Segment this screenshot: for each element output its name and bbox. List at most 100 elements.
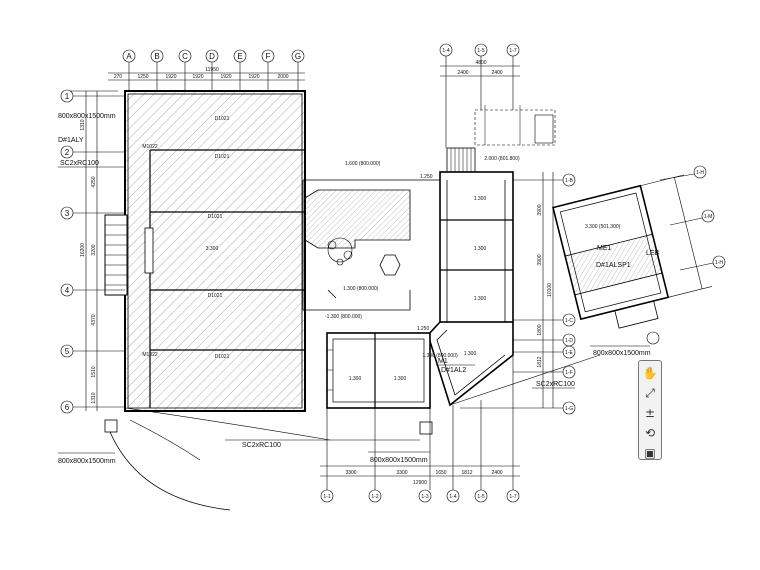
grid-wing-top-label: 1-5 bbox=[477, 48, 484, 54]
grid-row-5: 5 bbox=[65, 347, 70, 356]
grid-wing-right-label: 1-B bbox=[565, 178, 573, 184]
south-elevation: 1.300 bbox=[349, 376, 362, 382]
dim-bottom-seg: 3300 bbox=[345, 470, 356, 476]
zoom-icon[interactable]: ± bbox=[644, 406, 656, 420]
dim-wing-top-total: 4800 bbox=[475, 60, 486, 66]
grid-col-D: D bbox=[209, 52, 215, 61]
box-size-bl: 800x800x1500mm bbox=[58, 458, 116, 465]
court-elevation: -1.300 (800.000) bbox=[325, 314, 362, 320]
grid-rows-left bbox=[60, 89, 125, 414]
grid-wing-bottom-label: 1-5 bbox=[477, 494, 484, 500]
grid-col-B: B bbox=[154, 52, 159, 61]
grid-col-C: C bbox=[182, 52, 188, 61]
navigation-bar: ✋ ⤢ ± ⟲ ▣ bbox=[638, 360, 662, 460]
south-block bbox=[326, 332, 431, 409]
dim-bottom-total: 12900 bbox=[413, 480, 427, 486]
main-elevation: 3.300 bbox=[206, 246, 219, 252]
grid-annex-label: 1-H bbox=[696, 170, 704, 176]
main-building bbox=[104, 90, 306, 412]
dim-left-seg: 3200 bbox=[91, 244, 97, 255]
dim-wing-right: 3900 bbox=[537, 204, 543, 215]
dim-bottom-seg: 1812 bbox=[461, 470, 472, 476]
grid-wing-bottom-label: 1-4 bbox=[449, 494, 456, 500]
grid-wing-right-label: 1-G bbox=[565, 406, 573, 412]
distribution-box-bl: 800x800x1500mm SC2xRC100 bbox=[58, 407, 420, 511]
dim-top-seg: 1920 bbox=[192, 74, 203, 80]
dim-bottom-seg: 1650 bbox=[435, 470, 446, 476]
dim-bottom-seg: 2400 bbox=[491, 470, 502, 476]
misc-elevation: 1.250 bbox=[417, 326, 430, 332]
orbit-icon[interactable]: ⟲ bbox=[644, 426, 656, 440]
dim-wing-top-seg: 2400 bbox=[457, 70, 468, 76]
box-size-bc: 800x800x1500mm bbox=[370, 457, 428, 464]
court-elevation: 1.600 (800.000) bbox=[345, 161, 381, 167]
grid-col-G: G bbox=[295, 52, 301, 61]
dim-left-total: 16200 bbox=[80, 243, 86, 257]
wing-elevation: 1.300 bbox=[474, 296, 487, 302]
wing-elevation: 1.300 bbox=[464, 351, 477, 357]
grid-col-F: F bbox=[266, 52, 271, 61]
grid-annex-label: 1-H bbox=[715, 260, 723, 266]
dim-left-seg: 4370 bbox=[91, 314, 97, 325]
grid-annex-right bbox=[646, 165, 726, 345]
dim-left-seg: 1310 bbox=[91, 392, 97, 403]
grid-annex-label: 1-M bbox=[704, 214, 713, 220]
zoom-extents-icon[interactable]: ⤢ bbox=[645, 386, 655, 400]
grid-wing-right-label: 1-E bbox=[565, 350, 573, 356]
m-label-annex: ME1 bbox=[597, 245, 612, 252]
dim-wing-right: 3900 bbox=[537, 254, 543, 265]
grid-wing-right-label: 1-F bbox=[565, 370, 573, 376]
room-label: D1021 bbox=[215, 116, 230, 122]
dim-wing-right-total: 10100 bbox=[547, 283, 553, 297]
grid-col-E: E bbox=[237, 52, 242, 61]
dim-left-seg: 1310 bbox=[80, 119, 86, 130]
grid-wing-right-label: 1-C bbox=[565, 318, 573, 324]
grid-wing-right-label: 1-D bbox=[565, 338, 573, 344]
dim-wing-right: 1800 bbox=[537, 324, 543, 335]
dim-wing-right: 1812 bbox=[537, 356, 543, 367]
courtyard: 1.600 (800.000) 1.300 (800.000) 1.250 -1… bbox=[302, 161, 441, 320]
misc-elevation: 2.000 (801.800) bbox=[484, 156, 520, 162]
leb-label: LEB bbox=[646, 250, 660, 257]
rc-label-wing: SC2xRC100 bbox=[536, 381, 575, 388]
d-label-wing: D#1AL2 bbox=[441, 367, 466, 374]
dim-left-seg: 1510 bbox=[91, 366, 97, 377]
grid-columns-top bbox=[108, 49, 305, 91]
grid-wing-right bbox=[460, 172, 576, 415]
grid-col-A: A bbox=[126, 52, 132, 61]
d-label-tl: D#1ALY bbox=[58, 137, 84, 144]
grid-wing-bottom-label: 1-3 bbox=[421, 494, 428, 500]
dim-top-seg: 1920 bbox=[165, 74, 176, 80]
dim-wing-top-seg: 2400 bbox=[491, 70, 502, 76]
dim-top-seg: 2000 bbox=[277, 74, 288, 80]
pan-hand-icon[interactable]: ✋ bbox=[642, 366, 658, 380]
grid-row-3: 3 bbox=[65, 209, 70, 218]
room-label: D1021 bbox=[208, 293, 223, 299]
dim-top-seg: 1920 bbox=[220, 74, 231, 80]
rc-label-bottom: SC2xRC100 bbox=[242, 442, 281, 449]
grid-wing-bottom bbox=[320, 355, 520, 503]
room-label: D1021 bbox=[208, 214, 223, 220]
grid-row-6: 6 bbox=[65, 403, 70, 412]
grid-row-4: 4 bbox=[65, 286, 70, 295]
wing-elevation: 1.300 bbox=[474, 196, 487, 202]
grid-wing-bottom-label: 1-7 bbox=[509, 494, 516, 500]
dim-top-first: 270 bbox=[114, 74, 123, 80]
wing-elevation: 1.300 bbox=[474, 246, 487, 252]
grid-wing-top-label: 1-7 bbox=[509, 48, 516, 54]
dim-top-seg: 1920 bbox=[248, 74, 259, 80]
room-label: D1021 bbox=[215, 354, 230, 360]
box-size-r: 800x800x1500mm bbox=[593, 350, 651, 357]
dim-top-total: 11950 bbox=[205, 67, 219, 73]
showmotion-icon[interactable]: ▣ bbox=[644, 446, 656, 460]
grid-wing-bottom-label: 1-1 bbox=[323, 494, 330, 500]
d-label-annex: D#1ALSP1 bbox=[596, 262, 631, 269]
misc-elevation: 1.300 (800.000) bbox=[422, 353, 458, 359]
court-elevation: 1.250 bbox=[420, 174, 433, 180]
door-label: M1022 bbox=[142, 352, 158, 358]
door-label: M1022 bbox=[142, 144, 158, 150]
dim-left-seg: 4250 bbox=[91, 176, 97, 187]
box-size-tl: 800x800x1500mm bbox=[58, 113, 116, 120]
south-elevation: 1.300 bbox=[394, 376, 407, 382]
